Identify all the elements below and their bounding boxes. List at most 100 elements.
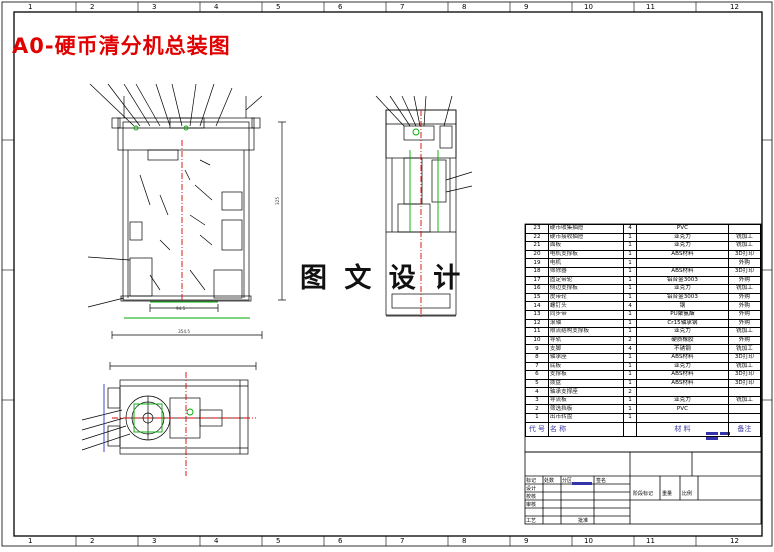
zone-number: 4 — [214, 537, 219, 545]
bom-cell-remark — [727, 387, 762, 397]
top-view-accents — [103, 372, 256, 476]
bom-cell-remark: 铣加工 — [727, 344, 762, 354]
bom-cell-remark: 铣加工 — [727, 361, 762, 372]
bom-cell-no: 3 — [525, 395, 549, 406]
bom-cell-remark: 3D打印 — [727, 249, 762, 260]
tb-label: 标记 — [526, 478, 537, 484]
dim-text: 354.5 — [178, 329, 190, 334]
bom-cell-qty: 1 — [622, 370, 638, 380]
bom-cell-name: 电机支撑板 — [547, 249, 624, 260]
bom-cell-remark: 铣加工 — [727, 232, 762, 243]
bom-header-material: 材 料 — [636, 421, 729, 437]
bom-cell-name: 硬币收集抽屉 — [547, 224, 624, 234]
bom-cell-name: 支撑板 — [547, 370, 624, 380]
bom-cell-material: 亚克力 — [636, 241, 729, 251]
bom-cell-qty: 1 — [622, 318, 638, 329]
front-view-dimensions: 94.5 354.5 325 — [176, 197, 280, 334]
bom-cell-qty: 1 — [622, 395, 638, 406]
bom-cell-no: 4 — [525, 387, 549, 397]
zone-number: 10 — [584, 3, 593, 11]
bom-cell-name: 出币转盘 — [547, 413, 624, 423]
bom-cell-qty: 1 — [622, 284, 638, 294]
bom-cell-material: ABS材料 — [636, 266, 729, 277]
bom-cell-name: 电机 — [547, 258, 624, 268]
bom-cell-no: 20 — [525, 249, 549, 260]
bom-cell-qty: 1 — [622, 327, 638, 337]
bom-cell-remark: 外购 — [727, 292, 762, 303]
bom-cell-material: ABS材料 — [636, 249, 729, 260]
bom-cell-material: PVC — [636, 224, 729, 234]
bom-cell-no: 10 — [525, 335, 549, 346]
bom-cell-qty: 1 — [622, 413, 638, 423]
bom-cell-material: 铝合金3003 — [636, 292, 729, 303]
bom-cell-qty: 2 — [622, 387, 638, 397]
bom-cell-qty: 1 — [622, 378, 638, 389]
bom-cell-remark: 外购 — [727, 335, 762, 346]
bom-cell-name: 筛选挡板 — [547, 404, 624, 415]
bom-cell-name: 侧边支撑板 — [547, 284, 624, 294]
bom-cell-remark: 外购 — [727, 318, 762, 329]
bom-cell-qty: 1 — [622, 309, 638, 320]
bom-cell-no: 22 — [525, 232, 549, 243]
zone-number: 3 — [152, 3, 157, 11]
zone-number: 1 — [28, 537, 33, 545]
bom-header-row: 代 号名 称材 料备注 — [525, 421, 762, 437]
bom-cell-no: 23 — [525, 224, 549, 234]
bom-cell-remark: 铣加工 — [727, 241, 762, 251]
bom-cell-name: 拨盘 — [547, 378, 624, 389]
zone-number: 1 — [28, 3, 33, 11]
zone-number: 6 — [338, 537, 343, 545]
bom-cell-no: 18 — [525, 266, 549, 277]
bom-cell-remark — [727, 224, 762, 234]
tb-label: 批准 — [578, 518, 589, 524]
bom-cell-material — [636, 387, 729, 397]
bom-header-remark: 备注 — [727, 421, 762, 437]
tb-label: 比例 — [682, 491, 693, 497]
bom-cell-material: 亚克力 — [636, 232, 729, 243]
front-view — [87, 83, 286, 339]
bom-cell-remark: 铣加工 — [727, 284, 762, 294]
top-view — [81, 362, 257, 455]
bom-cell-name: 皮带轮 — [547, 292, 624, 303]
bom-cell-name: 同步带 — [547, 309, 624, 320]
tb-label: 设计 — [526, 486, 537, 492]
bom-cell-qty: 1 — [622, 232, 638, 243]
bom-cell-name: 轴承座 — [547, 352, 624, 363]
zone-number: 9 — [524, 3, 529, 11]
bom-cell-material: 亚克力 — [636, 395, 729, 406]
bom-cell-remark: 3D打印 — [727, 370, 762, 380]
bom-cell-material: ABS材料 — [636, 370, 729, 380]
bom-cell-no: 21 — [525, 241, 549, 251]
bom-cell-name: 螺钉头 — [547, 301, 624, 311]
bom-cell-name: 固定带轮 — [547, 275, 624, 286]
bom-cell-qty: 1 — [622, 404, 638, 415]
bom-cell-material: 钢 — [636, 301, 729, 311]
bom-cell-remark: 铣加工 — [727, 327, 762, 337]
bom-cell-qty: 1 — [622, 361, 638, 372]
bom-cell-material: 亚克力 — [636, 361, 729, 372]
bom-cell-no: 9 — [525, 344, 549, 354]
zone-number: 11 — [646, 3, 655, 11]
zone-number: 3 — [152, 537, 157, 545]
bom-cell-qty: 4 — [622, 224, 638, 234]
bom-cell-no: 6 — [525, 370, 549, 380]
bom-cell-name: 限流结构支撑板 — [547, 327, 624, 337]
bom-header-qty — [622, 421, 638, 437]
zone-number: 2 — [90, 537, 95, 545]
zone-number: 9 — [524, 537, 529, 545]
title-block — [524, 223, 762, 525]
bom-cell-material: 硬质橡胶 — [636, 335, 729, 346]
bom-cell-no: 1 — [525, 413, 549, 423]
bom-cell-qty: 1 — [622, 275, 638, 286]
